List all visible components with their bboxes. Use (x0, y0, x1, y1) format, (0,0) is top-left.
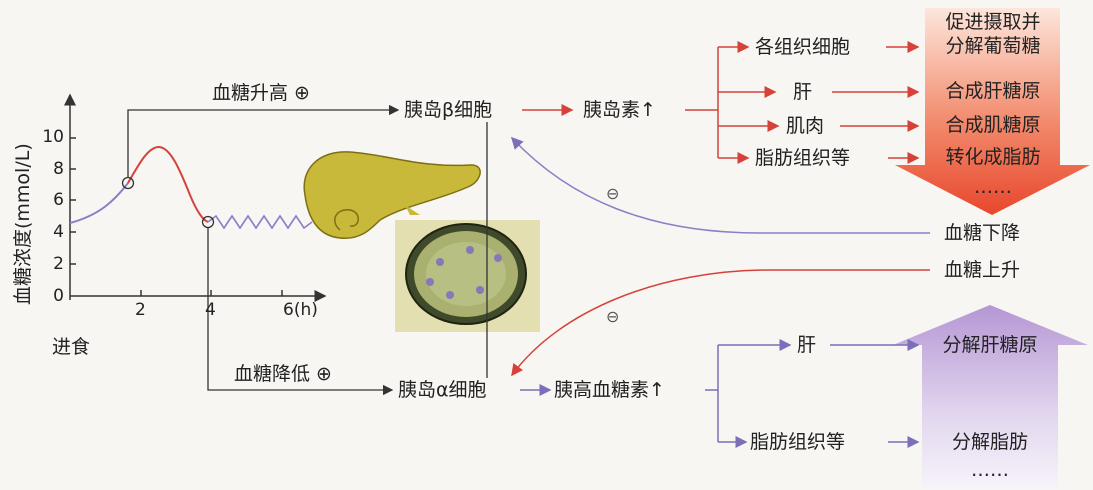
y-tick: 6 (42, 190, 64, 210)
y-tick: 0 (42, 286, 64, 306)
glucose-fall-trigger: 血糖降低 ⊕ (234, 363, 332, 385)
target-fat: 脂肪组织等 (755, 147, 850, 169)
result-muscle-glycogen: 合成肌糖原 (926, 114, 1060, 137)
target-liver: 肝 (793, 81, 812, 103)
result-etc-lower: …… (922, 459, 1058, 482)
result-fat-conversion: 转化成脂肪 (926, 146, 1060, 169)
alpha-cell-label: 胰岛α细胞 (398, 379, 487, 401)
result-uptake-1: 促进摄取并 (926, 11, 1060, 34)
eating-label: 进食 (52, 336, 90, 358)
inhibit-sign-upper: ⊖ (606, 183, 619, 205)
result-liver-glycogen: 合成肝糖原 (926, 80, 1060, 103)
result-glycogenolysis: 分解肝糖原 (922, 334, 1058, 357)
target-all-cells: 各组织细胞 (755, 36, 850, 58)
insulin-label: 胰岛素↑ (583, 99, 656, 121)
inhibit-sign-lower: ⊖ (606, 306, 619, 328)
feedback-up-curve (512, 270, 930, 375)
y-axis-label: 血糖浓度(mmol/L) (8, 143, 35, 305)
graph-axes (70, 95, 325, 300)
glucose-decrease-label: 血糖下降 (944, 222, 1020, 244)
y-tick: 2 (42, 254, 64, 274)
glucagon-label: 胰高血糖素↑ (554, 379, 665, 401)
result-etc: …… (926, 176, 1060, 199)
feedback-down-curve (512, 138, 930, 233)
target-muscle: 肌肉 (786, 115, 824, 137)
y-tick: 4 (42, 222, 64, 242)
x-tick: 4 (205, 300, 216, 320)
result-uptake-2: 分解葡萄糖 (926, 35, 1060, 58)
x-tick: 2 (135, 300, 146, 320)
beta-cell-label: 胰岛β细胞 (404, 99, 492, 121)
result-lipolysis: 分解脂肪 (922, 431, 1058, 454)
glucose-curve-rise (70, 183, 128, 223)
islet-illustration (395, 220, 540, 332)
glucose-increase-label: 血糖上升 (944, 259, 1020, 281)
x-tick: 6(h) (283, 300, 318, 320)
target-liver-lower: 肝 (797, 334, 816, 356)
glucose-curve-oscillation (208, 216, 312, 228)
glucose-curve-peak (128, 147, 208, 222)
y-tick: 10 (42, 127, 64, 147)
target-fat-lower: 脂肪组织等 (750, 431, 845, 453)
glucose-rise-trigger: 血糖升高 ⊕ (212, 82, 310, 104)
y-tick: 8 (42, 159, 64, 179)
